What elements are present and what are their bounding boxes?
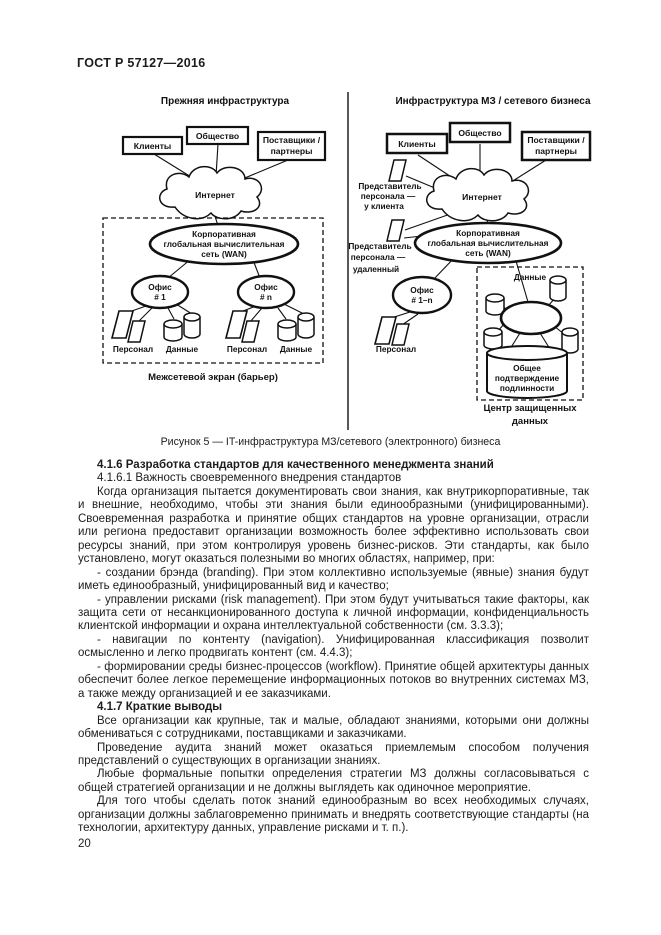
- svg-text:подтверждение: подтверждение: [495, 373, 560, 383]
- paragraph: Проведение аудита знаний может оказаться…: [78, 741, 589, 767]
- right-box-clients: Клиенты: [385, 132, 449, 155]
- svg-text:Общество: Общество: [458, 128, 501, 138]
- figure-5-diagram: Прежняя инфраструктура Клиенты Общество: [102, 92, 592, 430]
- left-firewall-boundary: [102, 217, 324, 364]
- svg-text:у клиента: у клиента: [364, 201, 404, 211]
- svg-text:# 1–n: # 1–n: [411, 295, 432, 305]
- svg-text:Общество: Общество: [196, 131, 239, 141]
- svg-text:глобальная вычислительная: глобальная вычислительная: [428, 238, 549, 248]
- svg-text:Интернет: Интернет: [462, 192, 502, 202]
- svg-text:партнеры: партнеры: [535, 146, 577, 156]
- svg-text:персонала —: персонала —: [351, 252, 406, 262]
- svg-text:сеть (WAN): сеть (WAN): [465, 248, 511, 258]
- svg-text:Корпоративная: Корпоративная: [456, 228, 520, 238]
- heading-4-1-6-1: 4.1.6.1 Важность своевременного внедрени…: [97, 472, 402, 485]
- data-cylinder-icon: [561, 327, 579, 354]
- data-cylinder-icon: [549, 275, 567, 302]
- left-title: Прежняя инфраструктура: [161, 95, 290, 107]
- authentication-cylinder: Общее подтверждение подлинности: [486, 345, 568, 399]
- svg-text:Поставщики /: Поставщики /: [263, 135, 321, 145]
- data-cylinder-icon: [277, 319, 297, 342]
- left-personnel-label: Персонал: [113, 344, 153, 354]
- left-personnel-label: Персонал: [227, 344, 267, 354]
- svg-text:сеть (WAN): сеть (WAN): [201, 249, 247, 259]
- datacenter-label: Центр защищенных: [483, 403, 577, 414]
- svg-text:Клиенты: Клиенты: [398, 139, 436, 149]
- figure-caption: Рисунок 5 — IT-инфраструктура МЗ/сетевог…: [160, 436, 501, 448]
- page-header: ГОСТ Р 57127—2016: [77, 56, 206, 70]
- right-office-ellipse: Офис # 1–n: [391, 275, 453, 315]
- svg-text:# 1: # 1: [154, 292, 166, 302]
- data-cylinder-icon: [297, 312, 315, 339]
- svg-text:глобальная вычислительная: глобальная вычислительная: [164, 239, 285, 249]
- svg-text:партнеры: партнеры: [271, 146, 313, 156]
- left-internet-cloud: Интернет: [158, 165, 263, 220]
- svg-text:удаленный: удаленный: [353, 264, 399, 274]
- personnel-icon: [388, 159, 407, 182]
- paragraph: Все организации как крупные, так и малые…: [78, 714, 589, 741]
- svg-text:Интернет: Интернет: [195, 190, 235, 200]
- left-office-1-ellipse: Офис # 1: [130, 274, 190, 310]
- personnel-icon: [241, 320, 260, 343]
- heading-4-1-7: 4.1.7 Краткие выводы: [97, 701, 223, 714]
- left-box-society: Общество: [185, 125, 250, 146]
- right-box-society: Общество: [448, 121, 512, 144]
- left-data-label: Данные: [280, 344, 313, 354]
- svg-text:Офис: Офис: [254, 282, 278, 292]
- rep-client-label: Представитель: [358, 181, 421, 191]
- svg-text:Клиенты: Клиенты: [134, 141, 172, 151]
- document-body: 4.1.6 Разработка стандартов для качестве…: [78, 459, 589, 836]
- left-wan-ellipse: Корпоративная глобальная вычислительная …: [148, 222, 300, 266]
- right-title: Инфраструктура МЗ / сетевого бизнеса: [395, 95, 591, 107]
- list-item: - создании брэнда (branding). При этом к…: [78, 566, 589, 593]
- paragraph: Любые формальные попытки определения стр…: [78, 768, 589, 794]
- right-box-suppliers: Поставщики / партнеры: [520, 130, 592, 162]
- right-personnel-label: Персонал: [376, 344, 416, 354]
- left-box-suppliers: Поставщики / партнеры: [256, 130, 327, 162]
- left-office-n-ellipse: Офис # n: [236, 274, 296, 310]
- svg-text:Поставщики /: Поставщики /: [527, 135, 585, 145]
- svg-text:Офис: Офис: [410, 285, 434, 295]
- svg-text:Офис: Офис: [148, 282, 172, 292]
- list-item: - формировании среды бизнес-процессов (w…: [78, 660, 589, 700]
- left-data-label: Данные: [166, 344, 199, 354]
- right-wan-ellipse: Корпоративная глобальная вычислительная …: [413, 221, 563, 265]
- list-item: - управлении рисками (risk management). …: [78, 593, 589, 633]
- svg-text:персонала —: персонала —: [361, 191, 416, 201]
- hub-ellipse: [499, 300, 563, 336]
- paragraph: Когда организация пытается документирова…: [78, 485, 589, 566]
- personnel-icon: [386, 219, 405, 242]
- personnel-icon: [127, 320, 146, 343]
- figure-5: Прежняя инфраструктура Клиенты Общество: [88, 88, 648, 443]
- data-cylinder-icon: [485, 293, 505, 316]
- data-cylinder-icon: [183, 312, 201, 339]
- secure-datacenter-boundary: [476, 266, 584, 401]
- left-box-clients: Клиенты: [121, 135, 184, 156]
- svg-text:# n: # n: [260, 292, 272, 302]
- svg-text:Общее: Общее: [513, 363, 541, 373]
- firewall-label: Межсетевой экран (барьер): [148, 372, 278, 383]
- personnel-icon: [391, 323, 410, 346]
- svg-text:Корпоративная: Корпоративная: [192, 229, 256, 239]
- list-item: - навигации по контенту (navigation). Ун…: [78, 633, 589, 660]
- page-number: 20: [78, 838, 91, 850]
- svg-text:данных: данных: [512, 416, 549, 427]
- paragraph: Для того чтобы сделать поток знаний един…: [78, 795, 589, 835]
- rep-remote-label: Представитель: [348, 241, 411, 251]
- data-cylinder-icon: [163, 319, 183, 342]
- data-cylinder-icon: [483, 327, 503, 350]
- svg-text:подлинности: подлинности: [500, 383, 554, 393]
- right-data-label: Данные: [514, 272, 547, 282]
- heading-4-1-6: 4.1.6 Разработка стандартов для качестве…: [97, 459, 494, 471]
- right-internet-cloud: Интернет: [425, 167, 530, 222]
